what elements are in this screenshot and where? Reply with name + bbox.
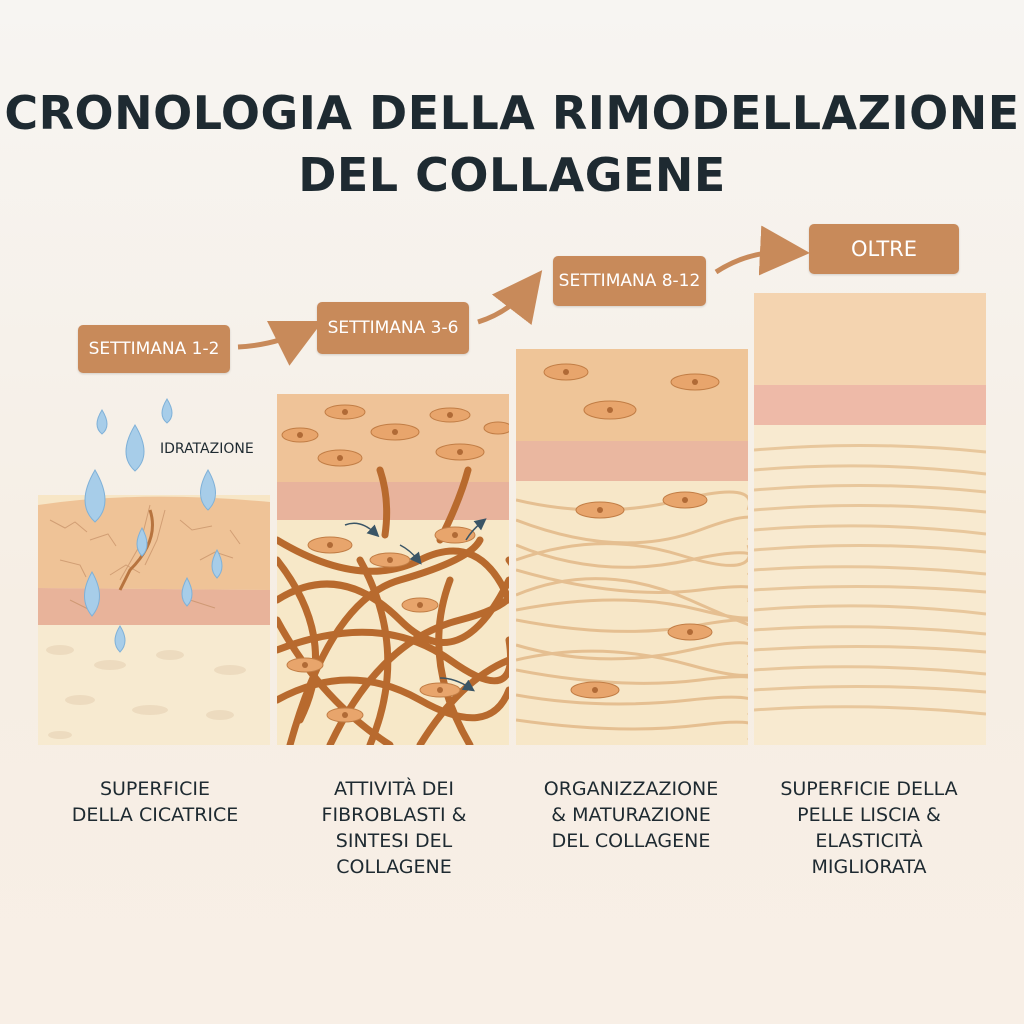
arrow-3 <box>716 252 790 272</box>
caption-week-8-12: ORGANIZZAZIONE & MATURAZIONE DEL COLLAGE… <box>516 776 746 854</box>
caption-week-1-2: SUPERFICIE DELLA CICATRICE <box>40 776 270 828</box>
panel-week-3-6 <box>277 394 518 745</box>
panel-week-1-2 <box>38 495 270 745</box>
caption-week-3-6: ATTIVITÀ DEI FIBROBLASTI & SINTESI DEL C… <box>279 776 509 880</box>
panel-week-8-12 <box>516 349 757 745</box>
panel-beyond <box>754 293 986 745</box>
arrow-1 <box>238 330 305 347</box>
caption-beyond: SUPERFICIE DELLA PELLE LISCIA & ELASTICI… <box>754 776 984 880</box>
arrow-2 <box>478 286 530 322</box>
